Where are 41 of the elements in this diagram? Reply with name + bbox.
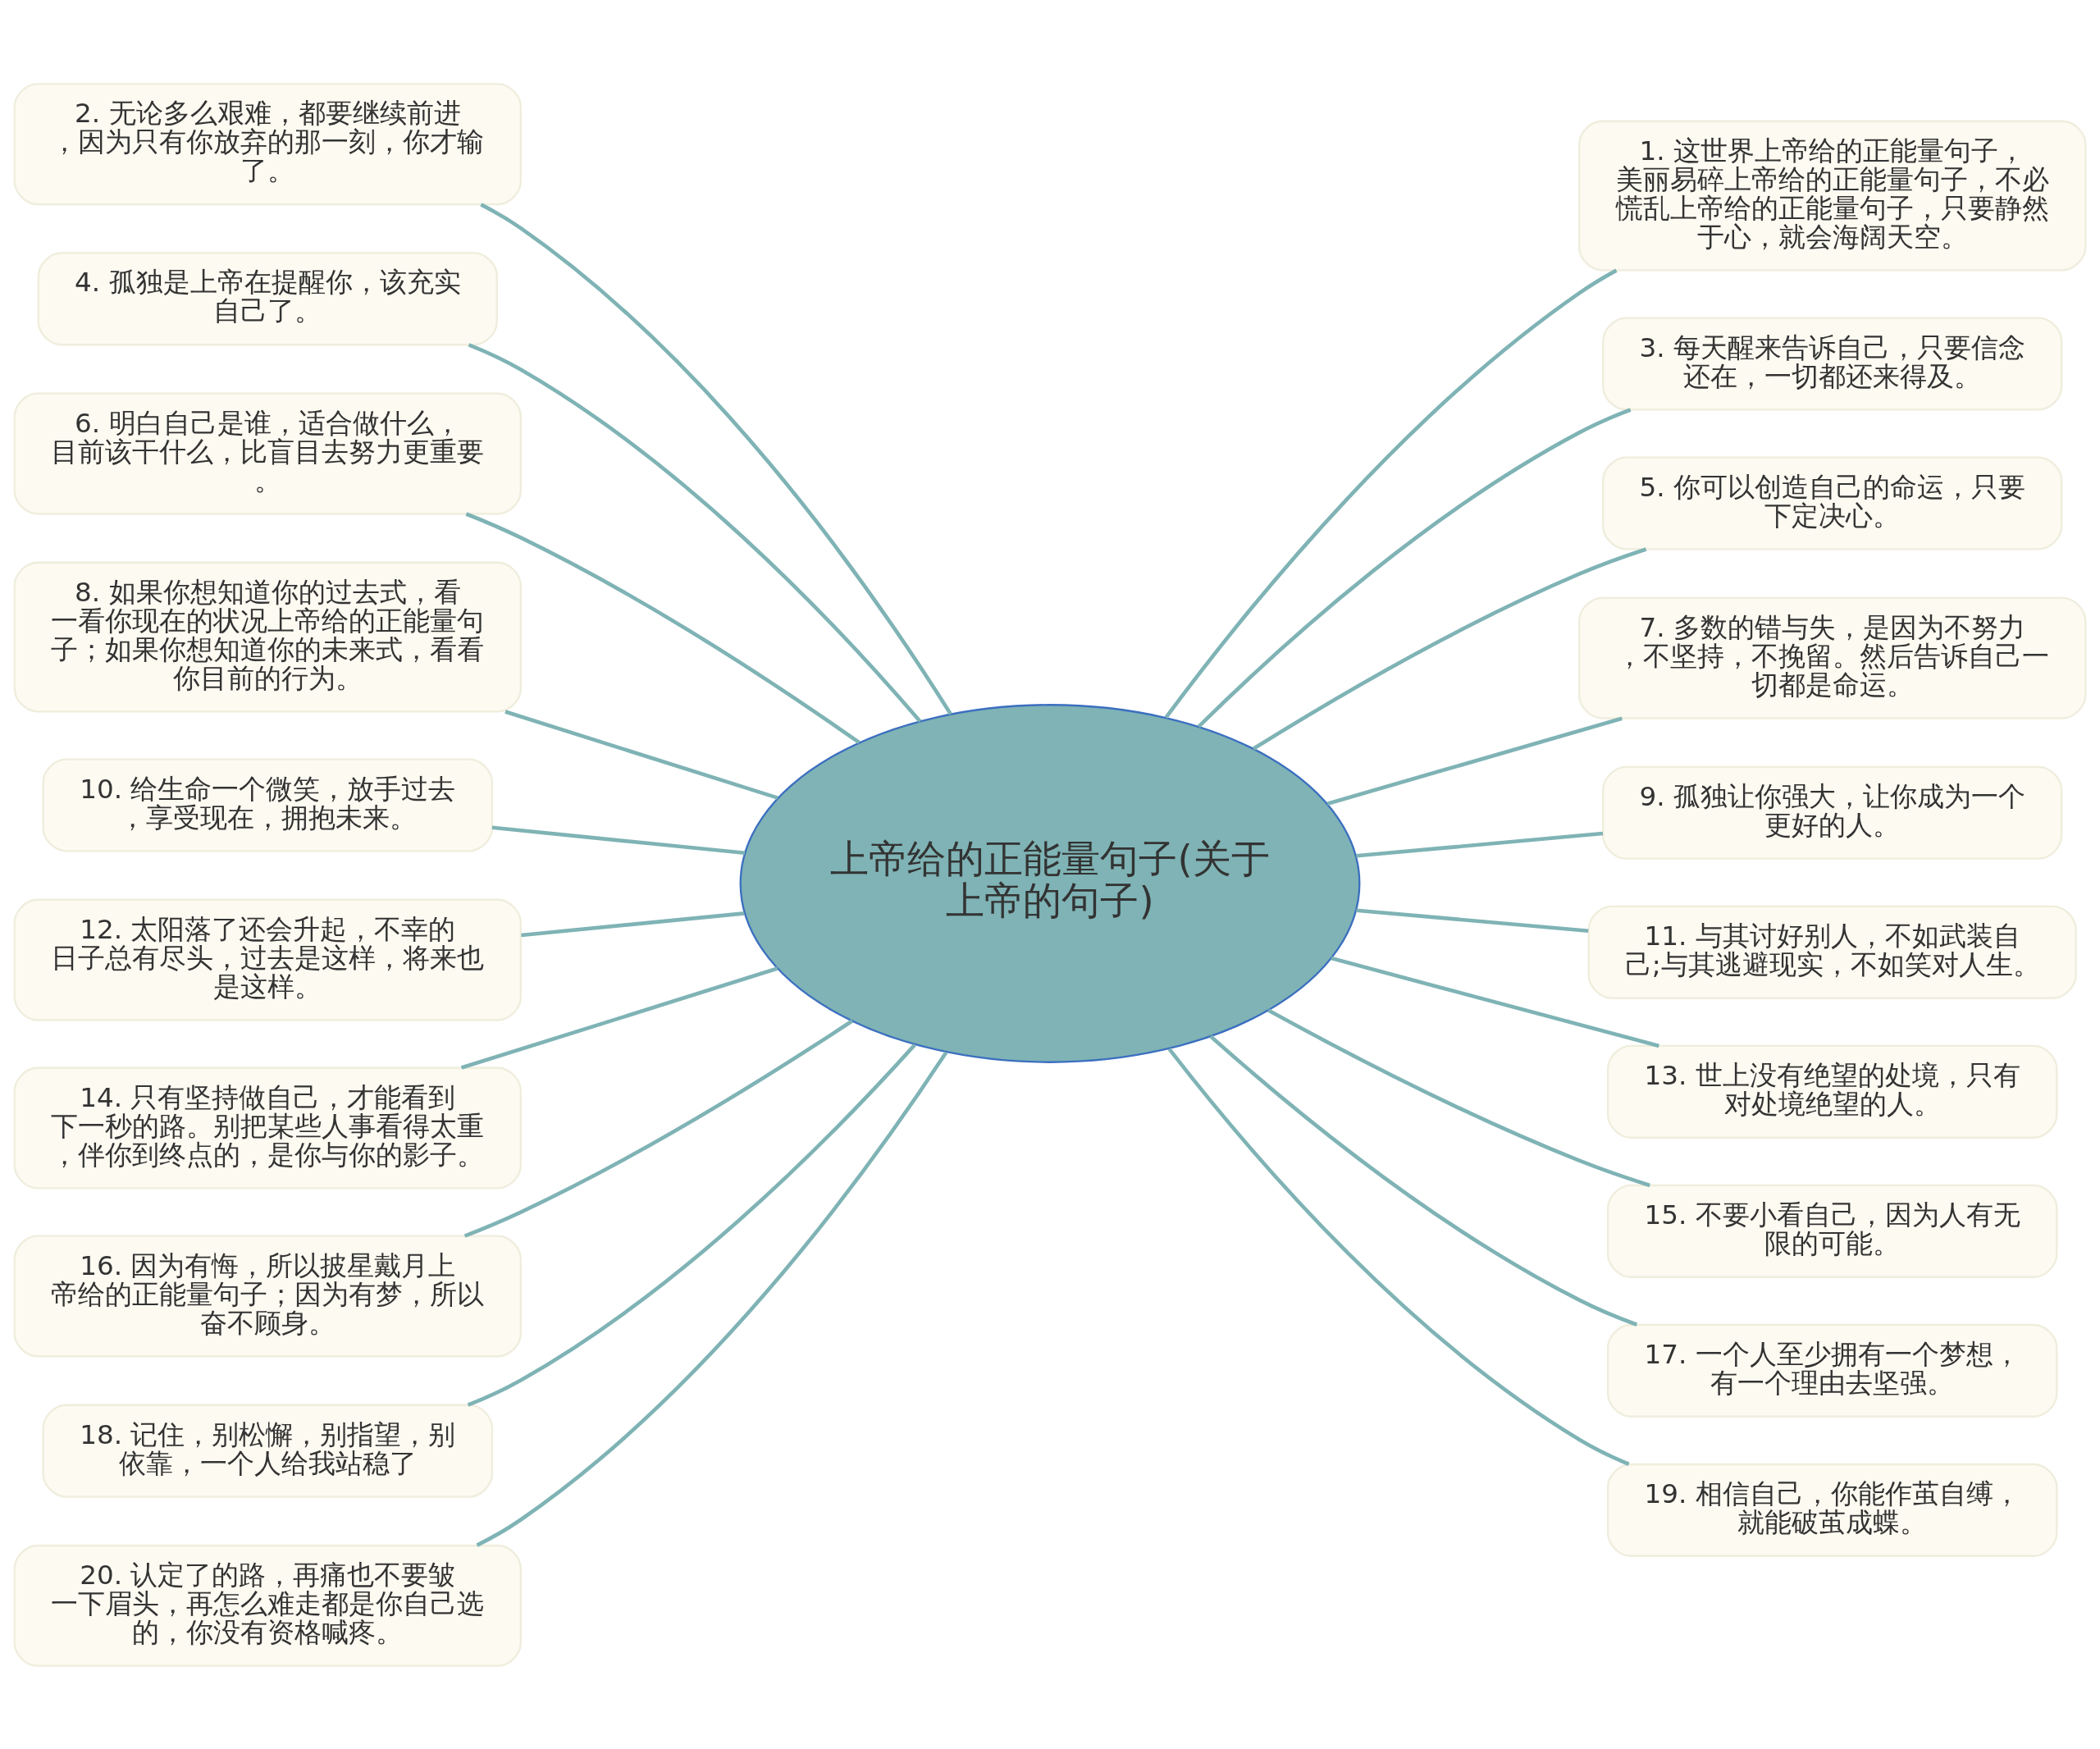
node-box: 2. 无论多么艰难，都要继续前进，因为只有你放弃的那一刻，你才输了。 [13,82,523,205]
connector [463,1019,854,1238]
node-box: 3. 每天醒来告诉自己，只要信念还在，一切都还来得及。 [1602,316,2063,411]
node-ellipse: 上帝给的正能量句子(关于上帝的句子) [739,703,1361,1063]
connector [1197,407,1632,728]
connector [480,202,952,715]
node-box: 10. 给生命一个微笑，放手过去，享受现在，拥抱未来。 [42,757,494,852]
connector [504,709,778,800]
connector [491,824,746,855]
node-box: 9. 孤独让你强大，让你成为一个更好的人。 [1602,765,2063,860]
node-box: 12. 太阳落了还会升起，不幸的日子总有尽头，过去是这样，将来也是这样。 [13,898,523,1021]
connector [1167,1047,1630,1466]
node-box: 16. 因为有悔，所以披星戴月上帝给的正能量句子；因为有梦，所以奋不顾身。 [13,1235,523,1358]
connector [468,342,922,723]
node-box: 8. 如果你想知道你的过去式，看一看你现在的状况上帝给的正能量句子；如果你想知道你的未来式，看看你目前的行为。 [13,561,523,713]
node-box: 7. 多数的错与失，是因为不努力，不坚持，不挽留。然后告诉自己一切都是命运。 [1577,596,2087,719]
connector [1326,716,1623,806]
connector [1267,1008,1650,1187]
connector [467,1043,916,1407]
node-box: 20. 认定了的路，再痛也不要皱一下眉头，再怎么难走都是你自己选的，你没有资格喊疼。 [13,1544,523,1667]
connector [1356,831,1604,858]
node-box: 5. 你可以创造自己的命运，只要下定决心。 [1602,455,2063,550]
connector [1331,956,1659,1048]
connector [521,911,745,937]
node-box: 15. 不要小看自己，因为人有无限的可能。 [1606,1184,2058,1278]
node-box: 14. 只有坚持做自己，才能看到下一秒的路。别把某些人事看得太重，伴你到终点的，是你与你的影子。 [13,1066,523,1190]
node-box: 19. 相信自己，你能作茧自缚，就能破茧成蝶。 [1606,1463,2058,1557]
node-box: 18. 记住，别松懈，别指望，别依靠，一个人给我站稳了 [42,1404,494,1498]
connector [1164,268,1618,719]
node-box: 4. 孤独是上帝在提醒你，该充实自己了。 [37,251,498,345]
connector [1252,546,1647,751]
node-box: 13. 世上没有绝望的处境，只有对处境绝望的人。 [1606,1044,2058,1139]
connector [465,511,861,744]
node-box: 1. 这世界上帝给的正能量句子，美丽易碎上帝给的正能量句子，不必慌乱上帝给的正能量句子，只要静然于心，就会海阔天空。 [1577,120,2087,272]
node-box: 17. 一个人至少拥有一个梦想，有一个理由去坚强。 [1606,1323,2058,1418]
connector [1209,1034,1638,1327]
connector [1356,907,1589,933]
connector [476,1051,948,1547]
connector [460,966,778,1070]
node-box: 11. 与其讨好别人，不如武装自己;与其逃避现实，不如笑对人生。 [1587,905,2077,999]
node-box: 6. 明白自己是谁，适合做什么，目前该干什么，比盲目去努力更重要。 [13,391,523,514]
